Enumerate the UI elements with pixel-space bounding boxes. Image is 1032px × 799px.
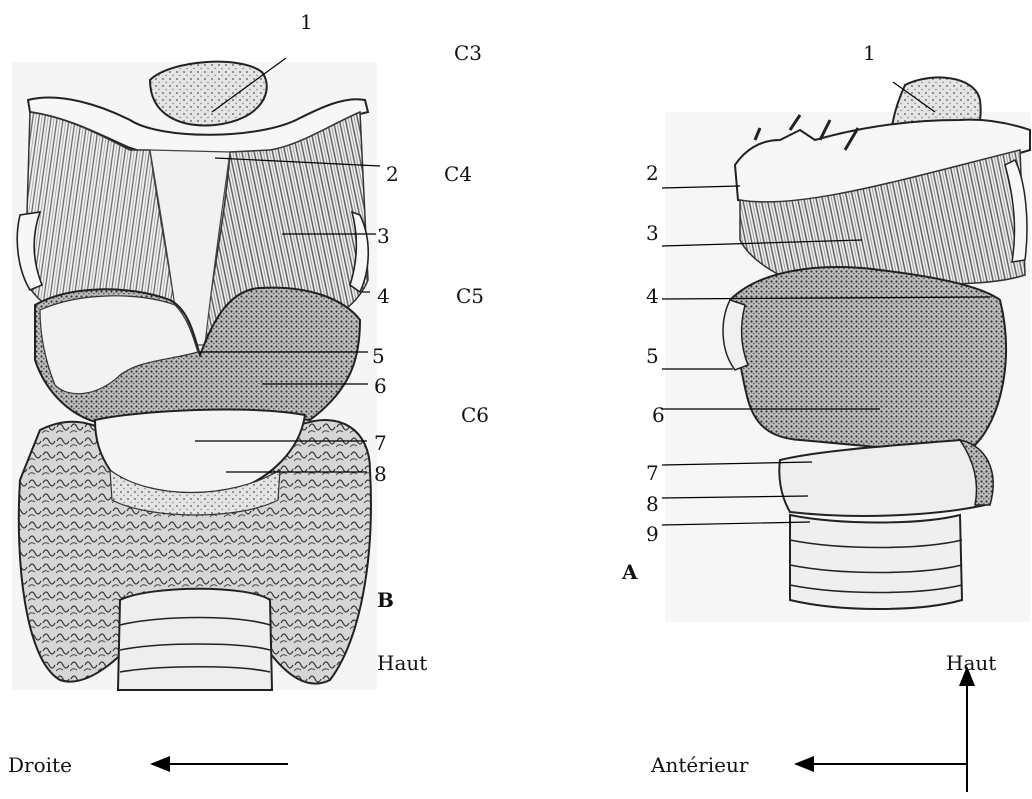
- thyroid-cartilage-a: [730, 267, 1006, 449]
- vertebra-c5-label: C5: [456, 286, 484, 306]
- figure-a-side-label: Antérieur: [651, 755, 748, 775]
- figure-b-side-label: Droite: [8, 755, 72, 775]
- figure-b-label-8: 8: [374, 464, 387, 484]
- figure-a-label-7: 7: [646, 463, 659, 483]
- figure-a-illustration: [665, 77, 1030, 622]
- figure-a-label-8: 8: [646, 494, 659, 514]
- figure-b-label-3: 3: [377, 226, 390, 246]
- figure-a-label-9: 9: [646, 524, 659, 544]
- vertebra-c4-label: C4: [444, 164, 472, 184]
- figure-b-label-7: 7: [374, 433, 387, 453]
- figure-a-label-4: 4: [646, 286, 659, 306]
- vertebra-c3-label: C3: [454, 43, 482, 63]
- figure-b-up-label: Haut: [377, 653, 427, 673]
- vertebra-c6-label: C6: [461, 405, 489, 425]
- figure-b-letter: B: [377, 590, 394, 610]
- figure-a-letter: A: [622, 562, 638, 582]
- figure-a-up-label: Haut: [946, 653, 996, 673]
- figure-b-label-4: 4: [377, 286, 390, 306]
- figure-b-label-5: 5: [372, 346, 385, 366]
- figure-a-label-5: 5: [646, 346, 659, 366]
- figure-b-label-1: 1: [300, 12, 313, 32]
- figure-a-label-2: 2: [646, 163, 659, 183]
- trachea-b: [118, 589, 272, 690]
- figure-a-label-6: 6: [652, 405, 665, 425]
- figure-b-label-2: 2: [386, 164, 399, 184]
- figure-a-label-1: 1: [863, 43, 876, 63]
- trachea-a: [790, 515, 962, 609]
- figure-a-label-3: 3: [646, 223, 659, 243]
- figure-b-label-6: 6: [374, 376, 387, 396]
- figure-b-illustration: [12, 62, 377, 690]
